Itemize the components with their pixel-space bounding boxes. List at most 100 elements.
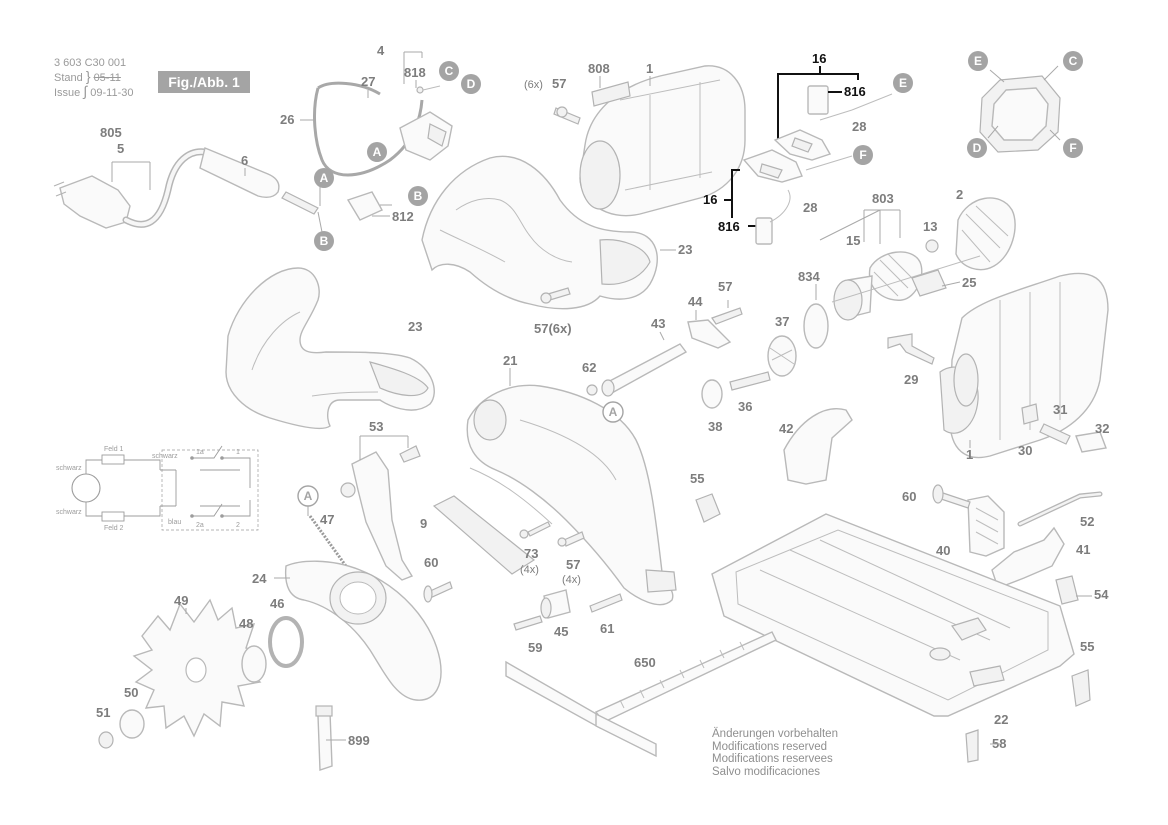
base-plate (711, 513, 1075, 717)
callout-48: 48 (239, 616, 253, 631)
callout-46: 46 (270, 596, 284, 611)
upper-blade-guard (466, 368, 677, 606)
saw-blade-group (98, 598, 333, 771)
small-parts (423, 287, 623, 631)
motor-housing-right (887, 272, 1109, 459)
callout-54: 54 (1094, 587, 1109, 602)
stand-old: 05-11 (93, 72, 121, 84)
callout-27: 27 (361, 74, 375, 89)
svg-text:A: A (304, 489, 313, 503)
marker-e-ring: E (968, 51, 988, 71)
callout-23-lower: 23 (408, 319, 422, 334)
callout-44: 44 (688, 294, 703, 309)
callout-28-top: 28 (852, 119, 866, 134)
svg-text:A: A (373, 145, 382, 159)
note-es: Salvo modificaciones (712, 765, 821, 778)
callout-40: 40 (936, 543, 950, 558)
callout-16-bottom: 16 (703, 192, 717, 207)
lower-handle (225, 267, 435, 430)
svg-text:B: B (414, 189, 423, 203)
marker-f-ring: F (1063, 138, 1083, 158)
document-header: 3 603 C30 001 Stand } 05-11 Issue ∫ 09-1… (54, 57, 134, 99)
bevel-adjust (695, 408, 1103, 763)
brush-holder-assembly (724, 66, 893, 245)
field-ring-detail (979, 65, 1061, 153)
callout-57-6x: 57(6x) (534, 321, 572, 336)
wiring-1: 1 (236, 449, 240, 456)
callout-816-top: 816 (844, 84, 866, 99)
wiring-1a: 1a (196, 449, 204, 456)
callout-leaders (326, 215, 1092, 745)
figure-label: Fig./Abb. 1 (158, 71, 250, 93)
callout-26: 26 (280, 112, 294, 127)
marker-a-cable: A (314, 168, 334, 188)
svg-text:E: E (899, 76, 907, 90)
svg-text:B: B (320, 234, 329, 248)
motor-armature (803, 197, 1016, 349)
callout-816-bottom: 816 (718, 219, 740, 234)
callout-49: 49 (174, 593, 188, 608)
callout-29: 29 (904, 372, 918, 387)
callout-4x-a: (4x) (520, 564, 539, 576)
callout-59: 59 (528, 640, 542, 655)
callout-818: 818 (404, 65, 426, 80)
callout-36: 36 (738, 399, 752, 414)
marker-e-brush: E (893, 73, 913, 93)
callout-43: 43 (651, 316, 665, 331)
callout-1-top: 1 (646, 61, 653, 76)
callout-24: 24 (252, 571, 267, 586)
marker-b-switch: B (408, 186, 428, 206)
wiring-feld1: Feld 1 (104, 446, 124, 453)
callout-812: 812 (392, 209, 414, 224)
svg-text:F: F (1069, 141, 1076, 155)
marker-a-switch: A (367, 142, 387, 162)
callout-50: 50 (124, 685, 138, 700)
stand-label: Stand (54, 72, 83, 84)
callout-45: 45 (554, 624, 568, 639)
parallel-guide (505, 631, 777, 758)
callout-60-right: 60 (902, 489, 916, 504)
note-fr: Modifications reservees (712, 753, 833, 765)
markers: A B A B C D E F E C D F A A (297, 51, 1083, 507)
svg-text:D: D (973, 141, 982, 155)
callout-22: 22 (994, 712, 1008, 727)
handle-housing-top (421, 155, 658, 310)
callout-55-right: 55 (1080, 639, 1094, 654)
wiring-2: 2 (236, 522, 240, 529)
note-en: Modifications reserved (712, 740, 828, 753)
doc-number: 3 603 C30 001 (54, 57, 127, 69)
marker-d-switch: D (461, 74, 481, 94)
callout-5: 5 (117, 141, 124, 156)
callout-57-low: 57 (566, 557, 580, 572)
modification-notes: Änderungen vorbehalten Modifications res… (712, 728, 838, 778)
svg-text:C: C (445, 64, 454, 78)
callout-2: 2 (956, 187, 963, 202)
wiring-schwarz-right: schwarz (152, 453, 178, 460)
callout-37: 37 (775, 314, 789, 329)
marker-a-spring: A (297, 485, 319, 507)
guard-lever (307, 435, 421, 581)
callout-4: 4 (377, 43, 385, 58)
power-cord-assembly (53, 147, 323, 233)
callout-labels: 4 818 27 26 805 5 6 812 808 1 (6x) 57 23… (96, 43, 1109, 751)
svg-text:E: E (974, 54, 982, 68)
lower-blade-guard (274, 495, 536, 701)
callout-6x-a: (6x) (524, 79, 543, 91)
issue-label: Issue (54, 87, 81, 99)
callout-61: 61 (600, 621, 614, 636)
svg-text:A: A (609, 405, 618, 419)
callout-38: 38 (708, 419, 722, 434)
note-de: Änderungen vorbehalten (712, 728, 838, 740)
callout-57-top: 57 (552, 76, 566, 91)
callout-6: 6 (241, 153, 248, 168)
callout-62: 62 (582, 360, 596, 375)
svg-text:F: F (859, 148, 866, 162)
marker-f-brush: F (853, 145, 873, 165)
callout-53: 53 (369, 419, 383, 434)
callout-803: 803 (872, 191, 894, 206)
callout-73: 73 (524, 546, 538, 561)
callout-32: 32 (1095, 421, 1109, 436)
svg-text:D: D (467, 77, 476, 91)
callout-28-bottom: 28 (803, 200, 817, 215)
